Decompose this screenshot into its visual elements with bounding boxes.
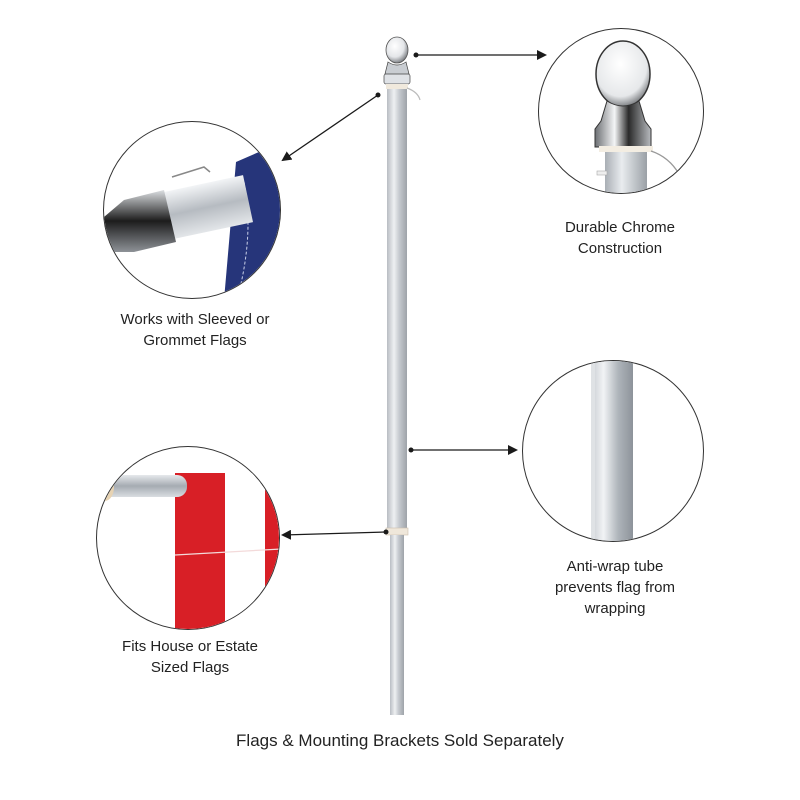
arrow-to-finial: [413, 50, 547, 60]
feature-image-chrome-finial: [538, 28, 704, 194]
arrow-to-anti-wrap: [408, 445, 518, 455]
chrome-finial-icon: [594, 40, 680, 193]
arrow-to-flag-sizes: [281, 529, 389, 540]
arrow-to-sleeve: [281, 92, 381, 162]
feature-caption-chrome: Durable Chrome Construction: [564, 219, 676, 257]
feature-caption-flag-sizes: Fits House or Estate Sized Flags: [122, 638, 258, 676]
feature-image-sleeved-grommet: [103, 121, 281, 299]
feature-image-anti-wrap: [522, 360, 704, 542]
feature-image-flag-sizes: [96, 446, 280, 630]
striped-flag-on-pole-icon: [97, 473, 279, 629]
feature-caption-anti-wrap: Anti-wrap tube prevents flag from wrappi…: [554, 558, 676, 617]
feature-caption-sleeved-grommet: Works with Sleeved or Grommet Flags: [120, 311, 270, 349]
footer-note: Flags & Mounting Brackets Sold Separatel…: [236, 731, 564, 750]
pole-end-with-flag-icon: [104, 142, 280, 298]
anti-wrap-tube-icon: [591, 361, 633, 541]
